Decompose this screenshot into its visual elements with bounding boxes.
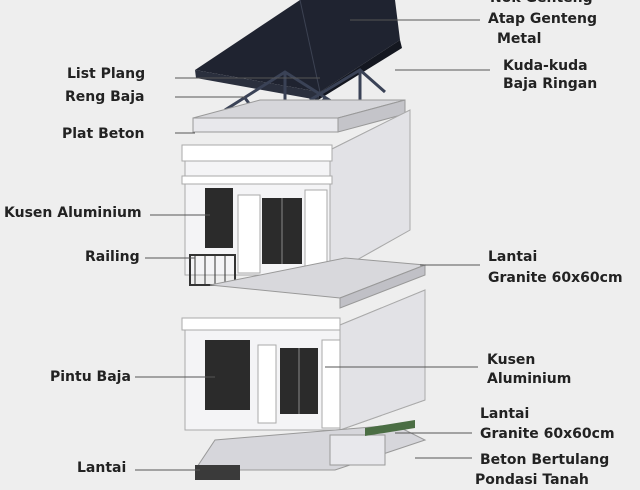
- label-kusen-lower-2: Aluminium: [487, 371, 572, 387]
- label-lantai-upper-2: Granite 60x60cm: [488, 270, 623, 286]
- ground-slab: [194, 420, 427, 480]
- label-kuda-kuda-2: Baja Ringan: [503, 76, 598, 92]
- label-list-plang: List Plang: [67, 66, 146, 82]
- label-kusen-lower-1: Kusen: [487, 352, 536, 368]
- label-pintu-baja: Pintu Baja: [50, 369, 131, 385]
- label-nok-genteng: Nok Genteng: [490, 0, 593, 8]
- lower-door-steel: [205, 340, 250, 410]
- label-lantai-upper-1: Lantai: [488, 249, 538, 265]
- label-pondasi-tanah: Pondasi Tanah: [475, 472, 589, 488]
- label-atap-genteng-1: Atap Genteng: [488, 11, 597, 27]
- label-railing: Railing: [85, 249, 140, 265]
- roof-metal-tile: [195, 0, 400, 92]
- label-lantai-lower-2: Granite 60x60cm: [480, 426, 615, 442]
- upper-window-left: [205, 188, 233, 248]
- label-reng-baja: Reng Baja: [65, 89, 145, 105]
- label-lantai-lower-1: Lantai: [480, 406, 530, 422]
- house-exploded-diagram: [135, 0, 490, 480]
- label-plat-beton: Plat Beton: [62, 126, 145, 142]
- label-beton-bertulang: Beton Bertulang: [480, 452, 610, 468]
- upper-floor: [181, 109, 411, 286]
- label-lantai-bottom: Lantai: [77, 460, 127, 476]
- roof-group: [195, 0, 402, 100]
- lower-floor: [181, 289, 426, 431]
- leader-lines: [135, 19, 490, 471]
- label-kusen-aluminium-upper: Kusen Aluminium: [4, 205, 142, 221]
- roof-slab: [192, 99, 406, 133]
- label-kuda-kuda-1: Kuda-kuda: [503, 58, 588, 74]
- label-atap-genteng-2: Metal: [497, 31, 542, 47]
- roof-ridge-line: [299, 0, 321, 93]
